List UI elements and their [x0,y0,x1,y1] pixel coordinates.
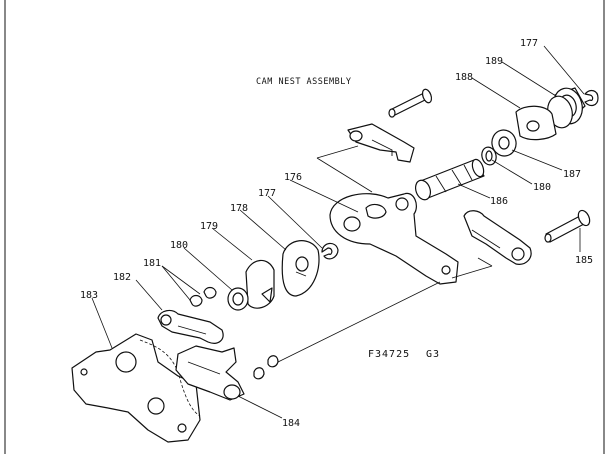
bracket-176-left [316,157,373,193]
label-187: 187 [563,169,581,180]
leader-lines [91,45,585,419]
label-178: 178 [230,203,248,214]
shaft-186 [414,158,485,201]
lever-182 [157,309,224,344]
label-185: 185 [575,255,593,266]
label-180-lower: 180 [170,240,188,251]
bracket-right-lever-down [451,265,493,279]
drawing-code: F34725 [368,349,410,360]
label-177-top: 177 [520,38,538,49]
link-lower-to-176 [277,281,441,363]
bracket-176-top [316,145,359,159]
retaining-ring-177-mid [321,242,339,260]
pin-upper [388,88,433,118]
spool-189 [547,87,586,129]
label-186: 186 [490,196,508,207]
label-181: 181 [143,258,161,269]
clips-181 [189,286,217,307]
label-188: 188 [455,72,473,83]
retaining-ring-177-top [584,89,599,107]
diagram-title: CAM NEST ASSEMBLY [256,77,352,87]
label-177-mid: 177 [258,188,276,199]
bracket-right-lever [477,257,493,267]
base-plate-183 [71,333,201,443]
label-179: 179 [200,221,218,232]
lever-upper [347,123,415,163]
cam-179 [245,259,275,309]
label-184: 184 [282,418,300,429]
washer-180-lower [227,287,249,311]
cam-plate-176 [329,192,459,285]
washer-187 [491,129,517,157]
label-180-upper: 180 [533,182,551,193]
label-189: 189 [485,56,503,67]
cam-188 [515,105,557,141]
cam-178 [281,240,320,297]
label-182: 182 [113,272,131,283]
lever-right [463,210,532,265]
label-183: 183 [80,290,98,301]
pin-185 [544,209,591,243]
label-176: 176 [284,172,302,183]
lever-assembly-184 [175,345,279,401]
drawing-suffix: G3 [426,349,440,360]
